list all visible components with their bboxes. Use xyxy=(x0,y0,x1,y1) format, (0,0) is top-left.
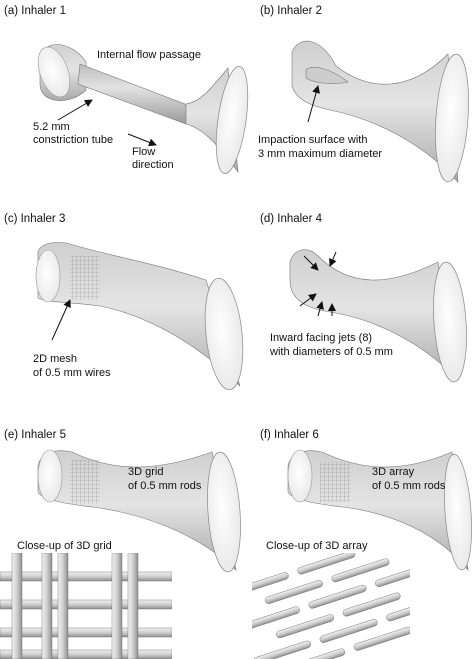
panel-e-title: (e) Inhaler 5 xyxy=(4,429,66,441)
panel-a-title: (a) Inhaler 1 xyxy=(4,5,66,17)
inhaler-1-shape xyxy=(37,44,249,174)
label-flow-line1: Flow xyxy=(132,146,155,158)
tube-pointer-arrow xyxy=(57,99,93,121)
panel-c-title: (c) Inhaler 3 xyxy=(4,213,65,225)
panel-d: (d) Inhaler 4 Inward facing jets (8) wit… xyxy=(260,213,467,383)
label-impaction-line1: Impaction surface with xyxy=(258,134,367,146)
label-array-line2: of 0.5 mm rods xyxy=(372,480,446,492)
panel-f-title: (f) Inhaler 6 xyxy=(260,429,319,441)
label-internal-flow-passage: Internal flow passage xyxy=(97,49,201,61)
label-tube-line2: constriction tube xyxy=(33,134,113,146)
label-closeup-grid: Close-up of 3D grid xyxy=(17,540,112,552)
jet-arrows xyxy=(299,251,337,317)
panel-b: (b) Inhaler 2 Impaction surface with 3 m… xyxy=(258,5,469,183)
inhaler-2-shape xyxy=(291,40,469,183)
panel-e: (e) Inhaler 5 3D grid of 0.5 mm rods Clo… xyxy=(0,429,241,659)
label-closeup-array: Close-up of 3D array xyxy=(266,540,368,552)
impaction-pointer-arrow xyxy=(307,85,320,123)
label-flow-line2: direction xyxy=(132,159,174,171)
panel-d-title: (d) Inhaler 4 xyxy=(260,213,323,225)
label-impaction-line2: 3 mm maximum diameter xyxy=(258,148,382,160)
inhaler-4-shape xyxy=(289,249,467,383)
closeup-grid-image xyxy=(0,553,172,659)
label-array-line1: 3D array xyxy=(372,466,415,478)
closeup-array-image xyxy=(252,553,410,659)
panel-b-title: (b) Inhaler 2 xyxy=(260,5,322,17)
inhaler-5-shape xyxy=(37,449,241,573)
label-jets-line1: Inward facing jets (8) xyxy=(270,332,372,344)
panel-a: (a) Inhaler 1 Internal flow passage 5.2 … xyxy=(4,5,249,174)
mesh-pointer-arrow xyxy=(51,299,71,341)
label-grid-line2: of 0.5 mm rods xyxy=(128,480,202,492)
impaction-surface xyxy=(305,67,349,84)
mesh-wires xyxy=(70,256,100,300)
flow-direction-arrow xyxy=(127,133,157,147)
panel-f: (f) Inhaler 6 3D array of 0.5 mm rods Cl… xyxy=(252,429,472,659)
label-grid-line1: 3D grid xyxy=(128,466,163,478)
panel-c: (c) Inhaler 3 2D mesh of 0.5 mm wires xyxy=(4,213,244,391)
label-jets-line2: with diameters of 0.5 mm xyxy=(269,346,393,358)
label-mesh-line1: 2D mesh xyxy=(33,353,77,365)
label-tube-line1: 5.2 mm xyxy=(33,121,70,133)
inhaler-3-shape xyxy=(35,242,244,391)
label-mesh-line2: of 0.5 mm wires xyxy=(33,367,111,379)
grid-rods xyxy=(70,460,100,504)
inhaler-6-shape xyxy=(287,449,472,572)
array-rods xyxy=(320,462,350,502)
